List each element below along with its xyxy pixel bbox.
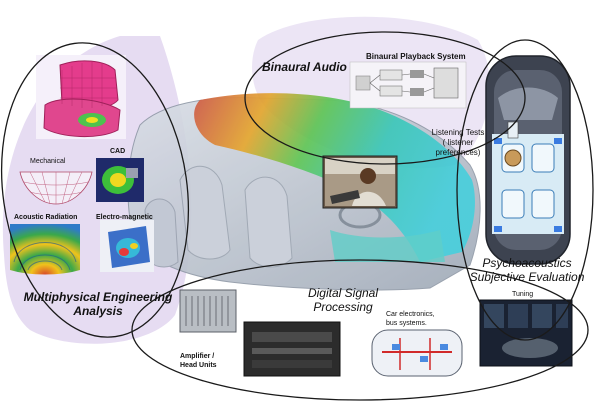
psychoacoustics-ellipse <box>456 39 594 341</box>
listening-tests-line-1: Listening Tests <box>431 128 485 137</box>
dsp-ellipse <box>131 259 589 401</box>
listening-tests-line-3: preferences) <box>435 148 481 157</box>
cad-image <box>96 158 144 202</box>
binaural-audio-ellipse <box>244 31 526 165</box>
fea-speaker-image <box>36 55 126 139</box>
multiphysical-analysis-label: Multiphysical Engineering Analysis <box>18 290 178 318</box>
multiphysical-line-1: Multiphysical Engineering <box>23 290 173 304</box>
dsp-line-2: Processing <box>313 300 373 314</box>
psycho-line-1: Psychoacoustics <box>482 256 572 270</box>
tuning-label: Tuning <box>512 291 534 298</box>
binaural-audio-label: Binaural Audio <box>262 60 347 74</box>
car-electronics-line-2: bus systems. <box>386 320 427 327</box>
mechanical-mesh-image <box>19 171 93 205</box>
topdown-car-image <box>485 55 571 265</box>
multiphysics-ellipse <box>0 42 190 338</box>
electro-magnetic-label: Electro-magnetic <box>96 214 153 221</box>
multiphysical-line-2: Analysis <box>73 304 123 318</box>
amplifier-line-2: Head Units <box>180 362 217 369</box>
binaural-playback-image <box>349 61 467 109</box>
acoustic-radiation-label: Acoustic Radiation <box>14 214 78 221</box>
psycho-line-2: Subjective Evaluation <box>469 270 585 284</box>
amplifier-image <box>179 289 237 333</box>
car-electronics-image <box>371 329 463 377</box>
cad-label: CAD <box>110 148 126 155</box>
listening-tests-line-2: ( listener <box>442 138 474 147</box>
amplifier-label: Amplifier / Head Units <box>180 352 217 370</box>
acoustic-radiation-image <box>10 224 80 275</box>
head-unit-image <box>243 321 341 377</box>
binaural-playback-system-label: Binaural Playback System <box>366 52 466 61</box>
psychoacoustics-label: Psychoacoustics Subjective Evaluation <box>462 256 592 284</box>
car-electronics-line-1: Car electronics, <box>386 311 435 318</box>
mechanical-label: Mechanical <box>30 158 66 165</box>
tuning-image <box>479 299 573 367</box>
amplifier-line-1: Amplifier / <box>180 353 215 360</box>
listening-tests-label: Listening Tests ( listener preferences) <box>430 128 486 158</box>
dsp-label: Digital Signal Processing <box>296 286 390 314</box>
electromagnetic-image <box>100 220 154 272</box>
car-electronics-label: Car electronics, bus systems. <box>386 310 435 328</box>
driver-photo <box>322 155 398 209</box>
dsp-line-1: Digital Signal <box>307 286 379 300</box>
